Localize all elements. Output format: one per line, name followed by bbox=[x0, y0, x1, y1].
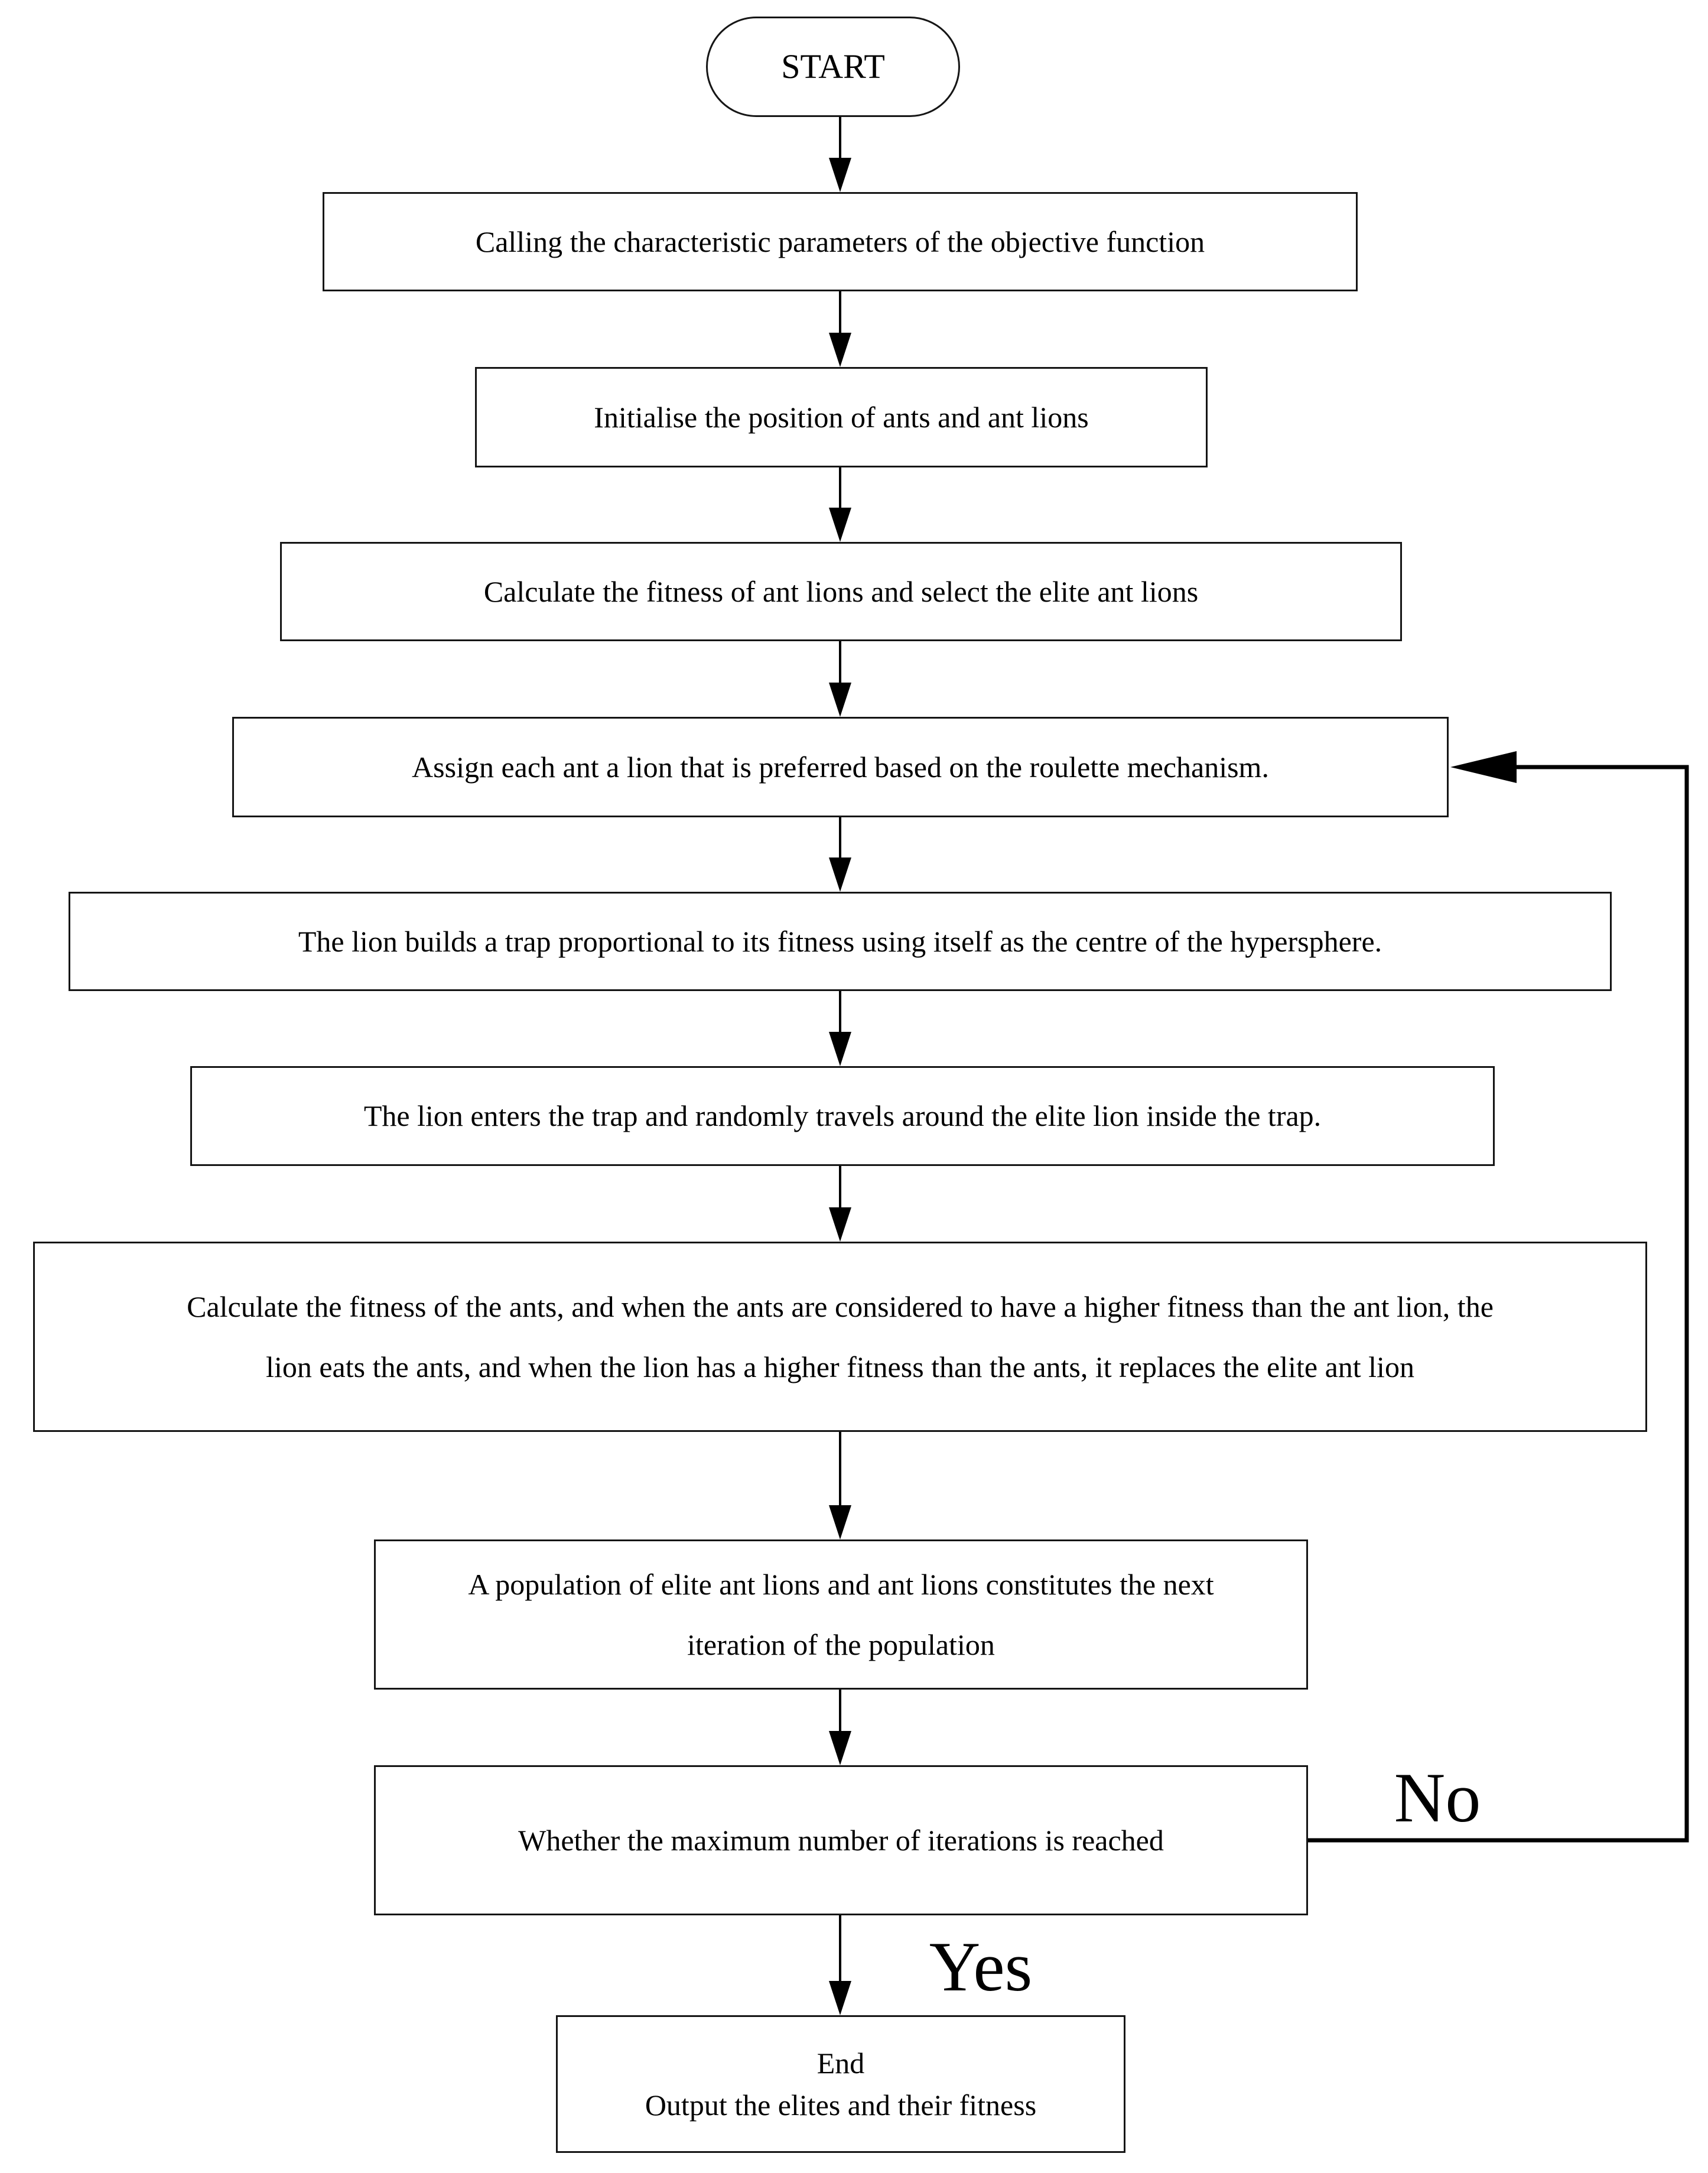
arrowhead-fitlion bbox=[829, 508, 851, 542]
arrowhead-fitant bbox=[829, 1207, 851, 1242]
arrowhead-enter bbox=[829, 1032, 851, 1066]
node-label: START bbox=[781, 47, 885, 86]
flow-node-initialise-positions: Initialise the position of ants and ant … bbox=[475, 367, 1208, 467]
flow-node-calculate-antlion-fitness: Calculate the fitness of ant lions and s… bbox=[280, 542, 1402, 641]
flow-node-max-iterations-check: Whether the maximum number of iterations… bbox=[374, 1765, 1308, 1915]
flow-node-end: End Output the elites and their fitness bbox=[556, 2015, 1125, 2153]
flow-node-call-objective-parameters: Calling the characteristic parameters of… bbox=[323, 192, 1358, 291]
flow-node-next-iteration-population: A population of elite ant lions and ant … bbox=[374, 1539, 1308, 1690]
node-label: Initialise the position of ants and ant … bbox=[594, 400, 1089, 434]
arrowhead-nextit bbox=[829, 1505, 851, 1539]
node-label: The lion enters the trap and randomly tr… bbox=[363, 1099, 1322, 1133]
node-label: The lion builds a trap proportional to i… bbox=[298, 924, 1382, 958]
node-label: Whether the maximum number of iterations… bbox=[518, 1823, 1164, 1857]
arrowhead-assign bbox=[829, 683, 851, 717]
flow-node-assign-roulette: Assign each ant a lion that is preferred… bbox=[232, 717, 1449, 817]
node-label: Calculate the fitness of ant lions and s… bbox=[483, 574, 1199, 608]
node-label: Calling the characteristic parameters of… bbox=[475, 225, 1205, 258]
flow-node-start: START bbox=[706, 17, 960, 117]
flow-node-build-trap: The lion builds a trap proportional to i… bbox=[69, 892, 1612, 991]
node-label: Calculate the fitness of the ants, and w… bbox=[187, 1289, 1494, 1384]
flow-node-enter-trap: The lion enters the trap and randomly tr… bbox=[190, 1066, 1495, 1166]
edge-label-yes: Yes bbox=[929, 1927, 1033, 2006]
node-label: End Output the elites and their fitness bbox=[645, 2046, 1037, 2122]
arrowhead-call bbox=[829, 158, 851, 192]
arrowhead-maxit bbox=[829, 1731, 851, 1765]
arrowhead-trap bbox=[829, 857, 851, 892]
arrowhead-end bbox=[829, 1981, 851, 2015]
no-loop-arrowhead bbox=[1450, 751, 1517, 783]
node-label: Assign each ant a lion that is preferred… bbox=[412, 750, 1269, 784]
flow-node-calculate-ant-fitness: Calculate the fitness of the ants, and w… bbox=[33, 1242, 1647, 1432]
arrowhead-init bbox=[829, 333, 851, 367]
edge-label-no: No bbox=[1394, 1758, 1481, 1837]
node-label: A population of elite ant lions and ant … bbox=[468, 1567, 1214, 1662]
